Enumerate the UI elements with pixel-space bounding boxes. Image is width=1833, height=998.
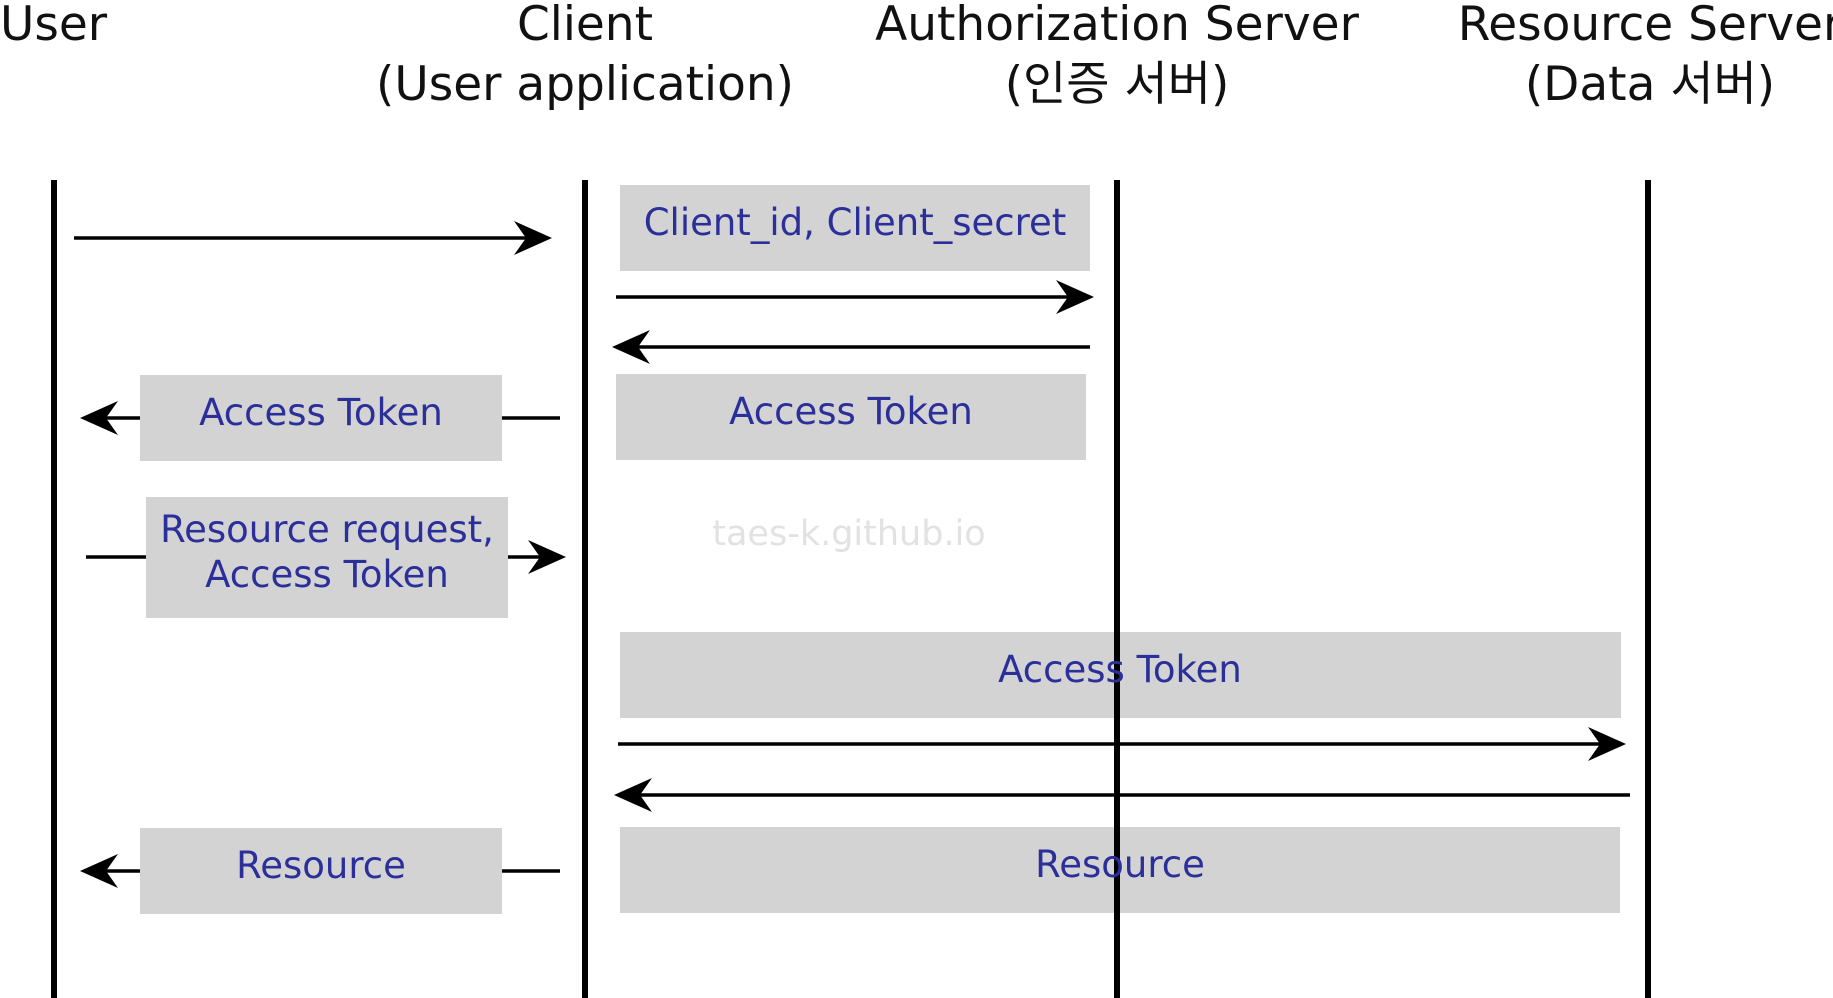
label-box-access-token-to-resource bbox=[620, 632, 1621, 718]
actor-resource-title: Resource Server bbox=[1458, 0, 1833, 52]
label-access-token-to-resource: Access Token bbox=[998, 648, 1242, 691]
arrowhead-left-icon bbox=[612, 330, 650, 364]
arrowhead-right-icon bbox=[1588, 727, 1626, 761]
actor-user-title: User bbox=[0, 0, 108, 52]
arrowhead-left-icon bbox=[614, 778, 652, 812]
label-resource-to-user: Resource bbox=[236, 844, 406, 887]
label-box-access-token-to-user bbox=[140, 375, 502, 461]
label-access-token-to-user: Access Token bbox=[199, 391, 443, 434]
actor-auth-title: Authorization Server bbox=[875, 0, 1360, 52]
watermark: taes-k.github.io bbox=[712, 514, 985, 554]
arrowhead-right-icon bbox=[514, 221, 552, 255]
label-box-resource-to-user bbox=[140, 828, 502, 914]
actor-resource-subtitle: (Data 서버) bbox=[1525, 57, 1775, 112]
label-client-credentials: Client_id, Client_secret bbox=[644, 201, 1067, 244]
label-box-resource-request bbox=[146, 497, 508, 618]
label-box-access-token-from-auth bbox=[616, 374, 1086, 460]
label-resource-from-server: Resource bbox=[1035, 843, 1205, 886]
arrowhead-right-icon bbox=[1056, 280, 1094, 314]
arrowhead-left-icon bbox=[80, 854, 118, 888]
arrowhead-right-icon bbox=[528, 540, 566, 574]
label-resource-request-line2: Access Token bbox=[205, 553, 449, 596]
actor-client-subtitle: (User application) bbox=[376, 57, 794, 112]
label-access-token-from-auth: Access Token bbox=[729, 390, 973, 433]
actor-client-title: Client bbox=[517, 0, 653, 52]
label-box-client-credentials bbox=[620, 185, 1090, 271]
label-resource-request-line1: Resource request, bbox=[160, 508, 494, 551]
actor-auth-subtitle: (인증 서버) bbox=[1005, 57, 1230, 112]
arrowhead-left-icon bbox=[80, 401, 118, 435]
